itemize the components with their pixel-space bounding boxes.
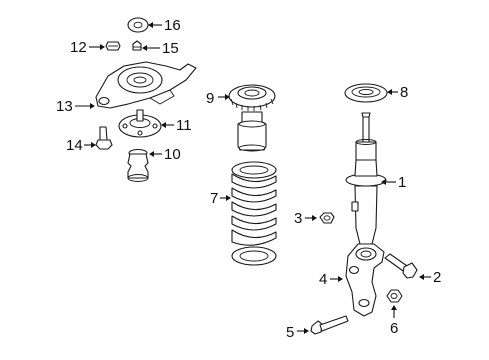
callout-label: 15 (162, 40, 179, 57)
callout-label: 2 (433, 269, 441, 286)
callout-2: 2 (419, 269, 441, 286)
coil-spring-part (231, 161, 277, 266)
callout-7: 7 (210, 190, 231, 207)
callout-label: 6 (390, 320, 398, 337)
callout-10: 10 (149, 146, 181, 163)
callout-label: 3 (294, 210, 302, 227)
callout-16: 16 (148, 17, 181, 34)
callout-label: 11 (176, 117, 192, 134)
callout-label: 5 (286, 324, 294, 341)
mount-nut-part (132, 40, 142, 51)
callout-label: 9 (206, 90, 214, 107)
callout-label: 10 (164, 146, 181, 163)
callout-label: 13 (56, 98, 73, 115)
strut-mount-part (118, 109, 162, 138)
knuckle-bolt-part (384, 253, 418, 279)
callout-12: 12 (70, 39, 105, 56)
callout-4: 4 (319, 271, 343, 288)
top-nut-part (105, 41, 121, 51)
callout-3: 3 (294, 210, 317, 227)
callout-label: 8 (400, 84, 408, 101)
callout-label: 14 (66, 137, 83, 154)
callout-1: 1 (381, 174, 406, 191)
strut-upper-seat-part (344, 83, 388, 103)
mount-bolt-part (95, 126, 113, 150)
callout-5: 5 (286, 324, 309, 341)
dust-boot-part (237, 111, 267, 152)
strut-nut-part (319, 212, 335, 224)
bracket-bolt-part (310, 315, 349, 335)
callout-9: 9 (206, 90, 230, 107)
callout-13: 13 (56, 98, 95, 115)
callout-label: 4 (319, 271, 327, 288)
callout-label: 16 (164, 17, 181, 34)
spring-upper-insulator-part (228, 84, 276, 111)
callout-8: 8 (387, 84, 408, 101)
lower-bracket-part (345, 243, 385, 317)
callout-label: 1 (398, 174, 406, 191)
callout-label: 7 (210, 190, 218, 207)
bump-stop-part (127, 148, 149, 182)
callout-15: 15 (142, 40, 179, 57)
upper-mount-bracket-part (95, 61, 197, 109)
upper-washer-part (127, 17, 149, 33)
callout-11: 11 (161, 117, 192, 134)
bracket-nut-part (386, 289, 403, 303)
callout-14: 14 (66, 137, 96, 154)
callout-label: 12 (70, 39, 87, 56)
strut-assembly-part (345, 112, 387, 253)
callout-6: 6 (390, 305, 398, 337)
